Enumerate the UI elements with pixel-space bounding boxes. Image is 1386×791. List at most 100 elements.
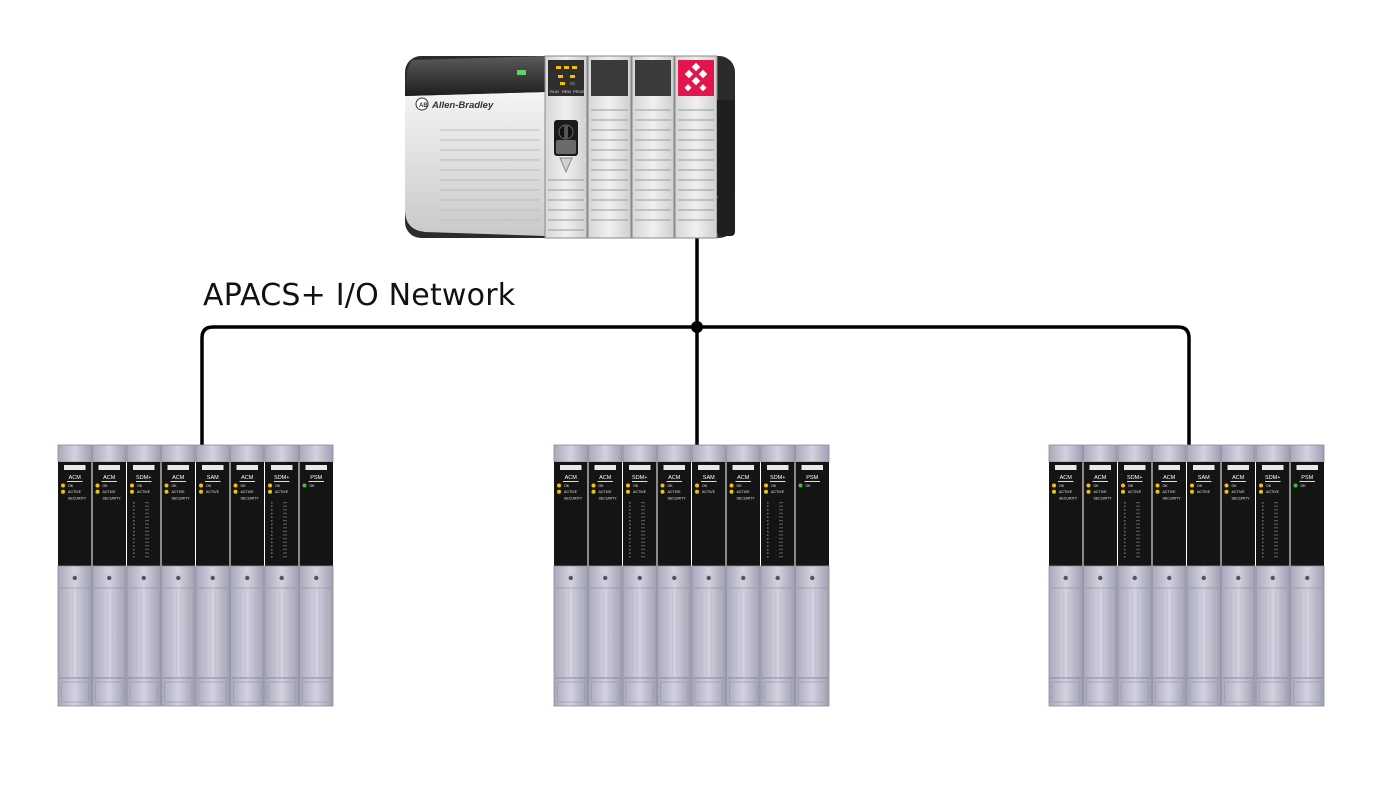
module-name: SAM (207, 475, 219, 481)
channel-led-icon (767, 502, 769, 504)
channel-label-icon (283, 502, 287, 504)
channel-label-icon (641, 516, 645, 518)
channel-led-icon (767, 552, 769, 554)
channel-led-icon (629, 552, 631, 554)
channel-led-icon (1262, 509, 1264, 511)
channel-label-icon (283, 509, 287, 511)
screw-icon (1098, 575, 1103, 581)
screw-icon (741, 575, 746, 581)
ab-logo-icon (415, 97, 429, 111)
network-junction (691, 321, 703, 333)
status-led-icon (695, 483, 699, 488)
channel-label-icon (1136, 534, 1140, 536)
module-logo-icon (1158, 465, 1180, 470)
channel-label-icon (283, 552, 287, 554)
controller-chassis: AB Allen-Bradley RUN REM PROG (405, 55, 735, 239)
controller-ok-led (517, 70, 526, 75)
channel-led-icon (1124, 541, 1126, 544)
channel-label-icon (283, 538, 287, 540)
status-led-icon (130, 489, 134, 494)
module-logo-icon (698, 465, 720, 470)
channel-label-icon (1136, 502, 1140, 504)
module-logo-icon (167, 465, 189, 470)
channel-label-icon (1274, 545, 1278, 547)
io-rack: ACMOKACTIVESECURITYACMOKACTIVESECURITYSD… (57, 444, 334, 707)
module-logo-icon (64, 465, 86, 470)
channel-led-icon (133, 545, 135, 547)
brand-label: Allen-Bradley (431, 100, 494, 111)
channel-label-icon (145, 548, 149, 550)
module-logo-icon (305, 465, 327, 470)
channel-label-icon (283, 548, 287, 550)
channel-label-icon (283, 534, 287, 536)
channel-label-icon (779, 538, 783, 540)
status-led-icon (164, 483, 169, 488)
channel-label-icon (145, 520, 149, 522)
led-label: OK (310, 484, 316, 488)
screw-icon (314, 575, 319, 581)
channel-led-icon (767, 509, 769, 511)
channel-led-icon (271, 548, 273, 551)
channel-led-icon (629, 527, 631, 529)
module-name: ACM (172, 475, 185, 481)
svg-text:PROG: PROG (573, 89, 585, 94)
led-label: SECURITY (1163, 496, 1182, 500)
channel-label-icon (145, 541, 149, 543)
channel-label-icon (1274, 527, 1278, 529)
channel-label-icon (145, 527, 149, 529)
channel-label-icon (1274, 523, 1278, 525)
module-name: SAM (1198, 475, 1210, 481)
channel-led-icon (767, 523, 769, 526)
channel-led-icon (767, 516, 769, 518)
channel-label-icon (145, 552, 149, 554)
led-label: ACTIVE (633, 490, 647, 494)
led-label: OK (275, 484, 281, 488)
channel-led-icon (133, 541, 135, 544)
channel-led-icon (271, 505, 273, 508)
channel-led-icon (1124, 552, 1126, 554)
module-name: SDM+ (632, 475, 647, 481)
channel-led-icon (1124, 548, 1126, 551)
channel-led-icon (767, 534, 769, 536)
status-led-icon (591, 483, 596, 488)
status-led-icon (302, 483, 307, 488)
status-led-icon (764, 489, 768, 494)
led-label: OK (1266, 484, 1272, 488)
module-logo-icon (560, 465, 582, 470)
led-label: OK (599, 484, 605, 488)
led-label: OK (241, 484, 247, 488)
channel-led-icon (1262, 520, 1264, 522)
module-name: PSM (310, 475, 322, 481)
channel-label-icon (641, 527, 645, 529)
led-label: SECURITY (103, 496, 122, 500)
io-rack: ACMOKACTIVESECURITYACMOKACTIVESECURITYSD… (553, 444, 830, 707)
screw-icon (603, 575, 608, 581)
screw-icon (176, 575, 181, 581)
channel-label-icon (1274, 538, 1278, 540)
led-label: ACTIVE (172, 490, 186, 494)
status-led-icon (199, 483, 203, 488)
channel-led-icon (271, 520, 273, 522)
svg-text:AB: AB (419, 103, 428, 109)
channel-led-icon (629, 541, 631, 544)
channel-label-icon (1274, 530, 1278, 532)
module-name: ACM (1232, 475, 1245, 481)
led-label: SECURITY (564, 496, 583, 500)
channel-label-icon (283, 541, 287, 543)
led-label: SECURITY (241, 496, 260, 500)
channel-label-icon (1136, 541, 1140, 543)
channel-led-icon (629, 505, 631, 508)
channel-led-icon (1124, 538, 1126, 540)
channel-label-icon (283, 556, 287, 558)
module-logo-icon (133, 465, 155, 470)
led-label: ACTIVE (1266, 490, 1280, 494)
channel-led-icon (629, 512, 631, 515)
